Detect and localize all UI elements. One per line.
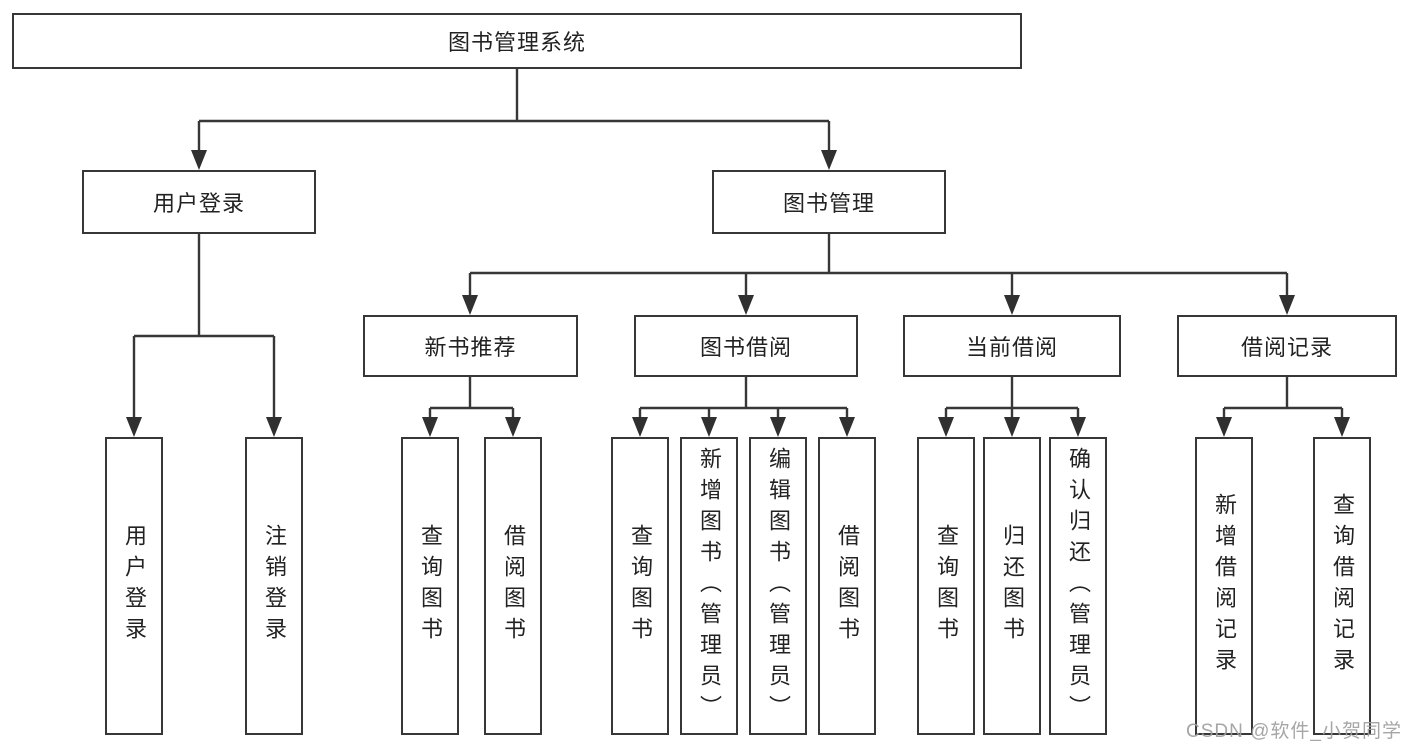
connector-path xyxy=(132,69,1344,419)
node-new-book-recommend-label: 新书推荐 xyxy=(424,335,517,360)
leaf-add-book-admin: 新增图书（管理员） xyxy=(680,437,738,735)
leaf-add-borrow-record-label: 新增借阅记录 xyxy=(1212,493,1237,679)
csdn-watermark: CSDN @软件_小贺同学 xyxy=(1186,721,1402,742)
leaf-return-books-label: 归还图书 xyxy=(1000,524,1025,648)
leaf-query-books-recommend-label: 查询图书 xyxy=(418,524,443,648)
node-current-borrowing-label: 当前借阅 xyxy=(965,335,1058,360)
leaf-confirm-return-admin: 确认归还（管理员） xyxy=(1049,437,1107,735)
leaf-logout-login: 注销登录 xyxy=(245,437,303,735)
leaf-query-borrow-record: 查询借阅记录 xyxy=(1313,437,1371,735)
node-user-login: 用户登录 xyxy=(82,170,316,234)
node-book-management: 图书管理 xyxy=(712,170,946,234)
leaf-edit-book-admin-label: 编辑图书（管理员） xyxy=(766,446,791,726)
node-root-system: 图书管理系统 xyxy=(12,13,1022,69)
leaf-borrow-books-borrowing-label: 借阅图书 xyxy=(835,524,860,648)
node-current-borrowing: 当前借阅 xyxy=(903,315,1121,377)
leaf-query-books-recommend: 查询图书 xyxy=(401,437,459,735)
leaf-borrow-books-recommend-label: 借阅图书 xyxy=(501,524,526,648)
leaf-query-borrow-record-label: 查询借阅记录 xyxy=(1330,493,1355,679)
leaf-borrow-books-recommend: 借阅图书 xyxy=(484,437,542,735)
leaf-query-books-borrowing: 查询图书 xyxy=(611,437,669,735)
leaf-edit-book-admin: 编辑图书（管理员） xyxy=(749,437,807,735)
leaf-add-book-admin-label: 新增图书（管理员） xyxy=(697,446,722,726)
node-book-borrowing: 图书借阅 xyxy=(634,315,858,377)
leaf-query-books-current-label: 查询图书 xyxy=(934,524,959,648)
leaf-query-books-borrowing-label: 查询图书 xyxy=(628,524,653,648)
leaf-borrow-books-borrowing: 借阅图书 xyxy=(818,437,876,735)
leaf-user-login: 用户登录 xyxy=(105,437,163,735)
node-book-borrowing-label: 图书借阅 xyxy=(699,335,792,360)
node-borrowing-records-label: 借阅记录 xyxy=(1240,335,1333,360)
leaf-logout-login-label: 注销登录 xyxy=(262,524,287,648)
node-borrowing-records: 借阅记录 xyxy=(1177,315,1397,377)
node-user-login-label: 用户登录 xyxy=(152,191,245,216)
node-book-management-label: 图书管理 xyxy=(782,191,875,216)
node-new-book-recommend: 新书推荐 xyxy=(363,315,578,377)
leaf-query-books-current: 查询图书 xyxy=(917,437,975,735)
leaf-user-login-label: 用户登录 xyxy=(122,524,147,648)
leaf-confirm-return-admin-label: 确认归还（管理员） xyxy=(1066,446,1091,726)
leaf-return-books: 归还图书 xyxy=(983,437,1041,735)
leaf-add-borrow-record: 新增借阅记录 xyxy=(1195,437,1253,735)
node-root-system-label: 图书管理系统 xyxy=(447,30,586,55)
